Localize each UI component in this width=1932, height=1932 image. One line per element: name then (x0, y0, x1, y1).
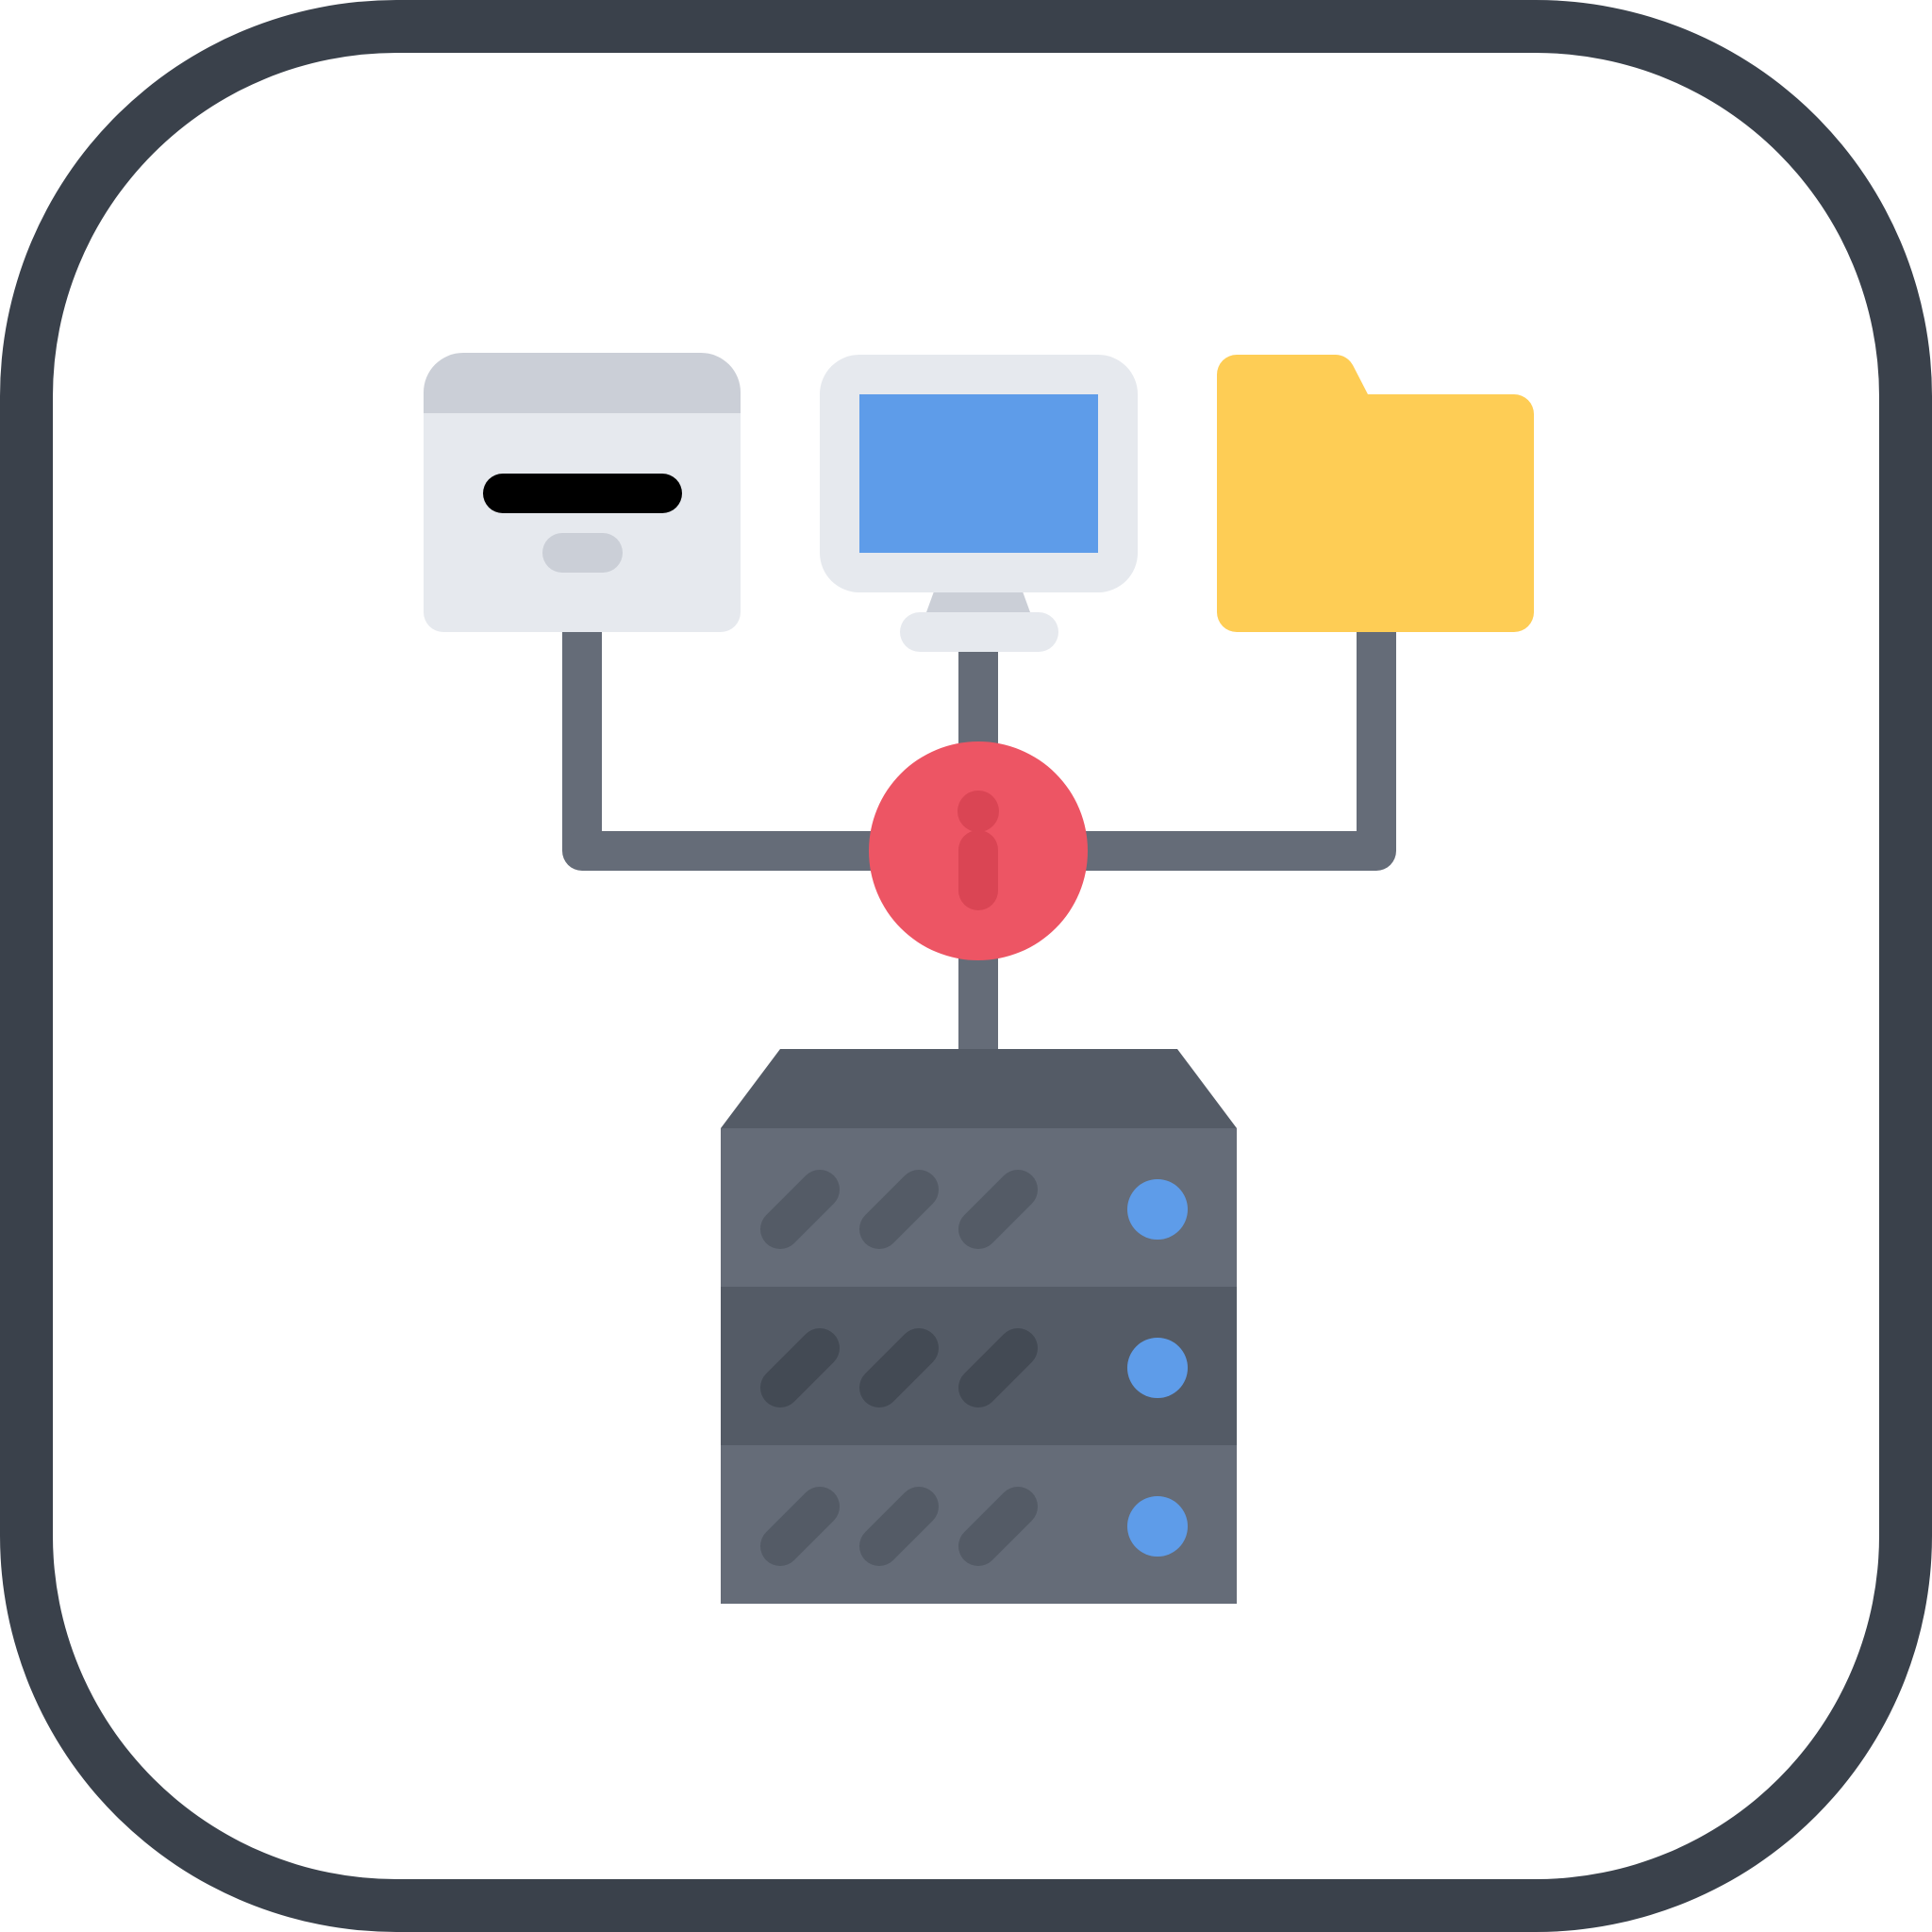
app-window-icon (424, 353, 741, 632)
window-content-bar-long (483, 474, 682, 513)
info-badge-icon (869, 741, 1088, 960)
server-unit (721, 1445, 1237, 1604)
server-units (721, 1128, 1237, 1604)
server-vent-slot (859, 1328, 939, 1407)
info-glyph-stem (958, 830, 998, 910)
server-status-led (1127, 1338, 1188, 1398)
window-content-bar-short (542, 533, 623, 573)
info-glyph-dot (958, 791, 999, 832)
server-status-led (1127, 1496, 1188, 1557)
window-panel (424, 412, 741, 632)
folder-body (1217, 355, 1534, 632)
server-rack-icon (721, 1049, 1237, 1604)
server-vent-slot (958, 1487, 1038, 1566)
connector-left-vertical (562, 628, 602, 851)
desktop-monitor-icon (820, 355, 1138, 652)
server-vent-slot (958, 1328, 1038, 1407)
window-title-bar (424, 353, 741, 413)
server-vent-slot (859, 1487, 939, 1566)
monitor-screen (859, 394, 1098, 553)
server-vent-slot (760, 1170, 840, 1249)
server-status-led (1127, 1179, 1188, 1240)
server-vent-slot (859, 1170, 939, 1249)
monitor-stand-base (900, 612, 1058, 652)
server-unit (721, 1128, 1237, 1287)
server-vent-slot (760, 1487, 840, 1566)
server-unit (721, 1287, 1237, 1445)
server-vent-slot (958, 1170, 1038, 1249)
folder-icon (1217, 355, 1534, 632)
server-top-cap (721, 1049, 1237, 1128)
connector-right-vertical (1357, 628, 1396, 851)
server-vent-slot (760, 1328, 840, 1407)
